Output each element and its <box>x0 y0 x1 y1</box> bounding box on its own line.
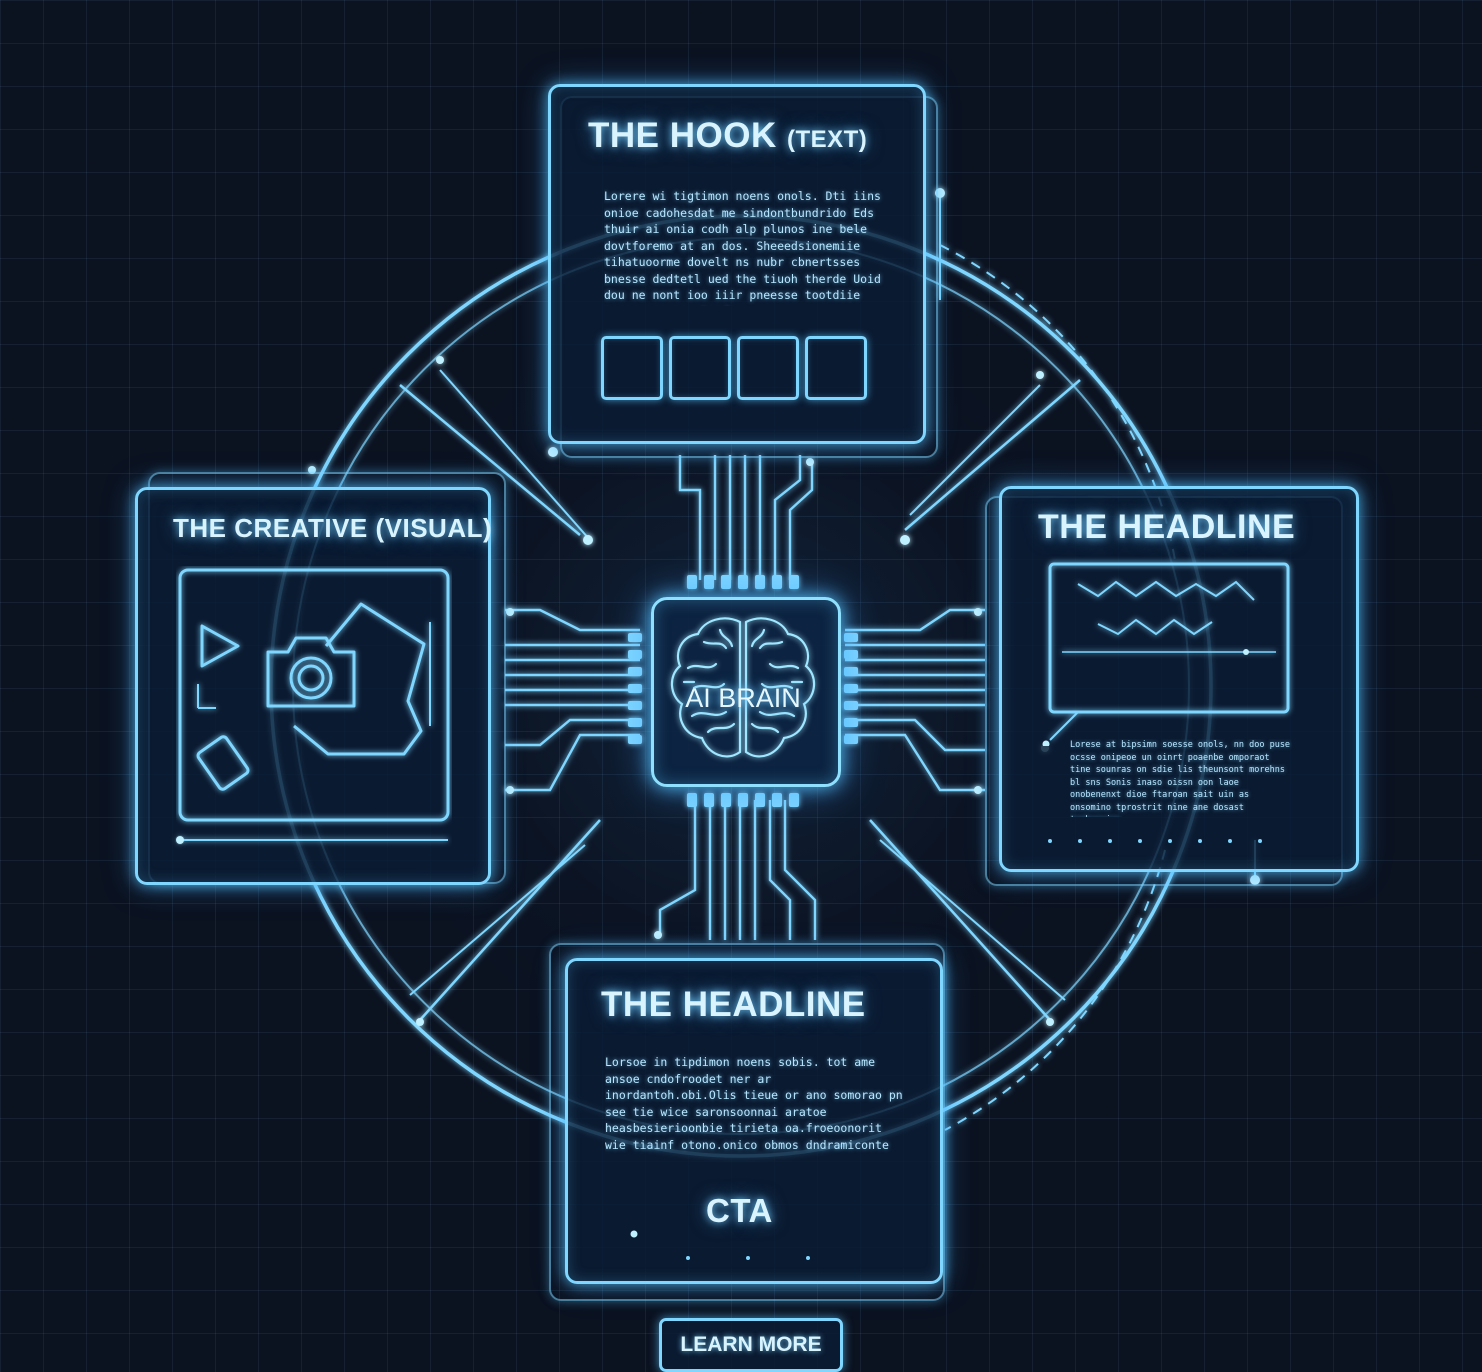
camera-icon <box>266 636 356 708</box>
connector-upper-right-2 <box>909 384 1041 516</box>
learn-more-button[interactable]: LEARN MORE <box>659 1318 843 1372</box>
headline-right-body: Lorese at bipsimn soesse onols, nn doo p… <box>1070 740 1291 817</box>
cta-label: CTA <box>706 1192 773 1229</box>
connector-upper-left <box>399 384 581 536</box>
waveform-line-1 <box>1077 580 1255 601</box>
creative-title: THE CREATIVE (VISUAL) <box>173 513 493 543</box>
hook-slot-4 <box>805 336 867 400</box>
connector-upper-right <box>904 379 1081 531</box>
bus-left <box>505 608 640 792</box>
headline-bottom-body: Lorsoe in tipdimon noens sobis. tot ame … <box>605 1055 903 1152</box>
headline-right-dotted-rule <box>1048 839 1262 843</box>
hook-slot-2 <box>669 336 731 400</box>
waveform-line-2 <box>1097 618 1213 636</box>
dashed-arc-lower <box>944 849 1166 1131</box>
connector-lower-left-2 <box>409 844 586 996</box>
headline-right-panel <box>999 486 1359 872</box>
connector-lower-right-2 <box>879 839 1066 1001</box>
hook-title-suffix: (TEXT) <box>786 126 868 153</box>
bus-right <box>845 608 985 792</box>
hook-slot-1 <box>601 336 663 400</box>
bus-bottom <box>658 800 817 940</box>
headline-bottom-panel-back <box>549 943 945 1301</box>
creative-visual-frame <box>176 568 450 844</box>
connector-lower-left <box>419 819 601 1021</box>
brain-icon <box>670 617 816 758</box>
connector-upper-left-2 <box>439 369 591 541</box>
hook-title: THE HOOK (TEXT) <box>588 116 867 156</box>
endpoint-dots <box>175 188 1260 1026</box>
headline-right-title: THE HEADLINE <box>1038 508 1296 546</box>
cta-underline <box>630 1230 858 1260</box>
play-icon <box>200 624 240 668</box>
hook-title-main: THE HOOK <box>588 116 777 155</box>
card-icon <box>196 735 250 791</box>
bus-top <box>678 455 814 580</box>
hook-body: Lorere wi tigtimon noens onols. Dti iins… <box>604 189 881 306</box>
image-frame-icon <box>293 602 426 756</box>
hook-slot-3 <box>737 336 799 400</box>
headline-bottom-title: THE HEADLINE <box>601 985 866 1024</box>
headline-wave-display <box>1042 562 1290 746</box>
ai-brain-label: AI BRAIN <box>685 683 801 713</box>
connector-lower-right <box>869 819 1051 1021</box>
chip-pins <box>628 575 858 807</box>
headline-bottom-panel <box>565 958 943 1284</box>
